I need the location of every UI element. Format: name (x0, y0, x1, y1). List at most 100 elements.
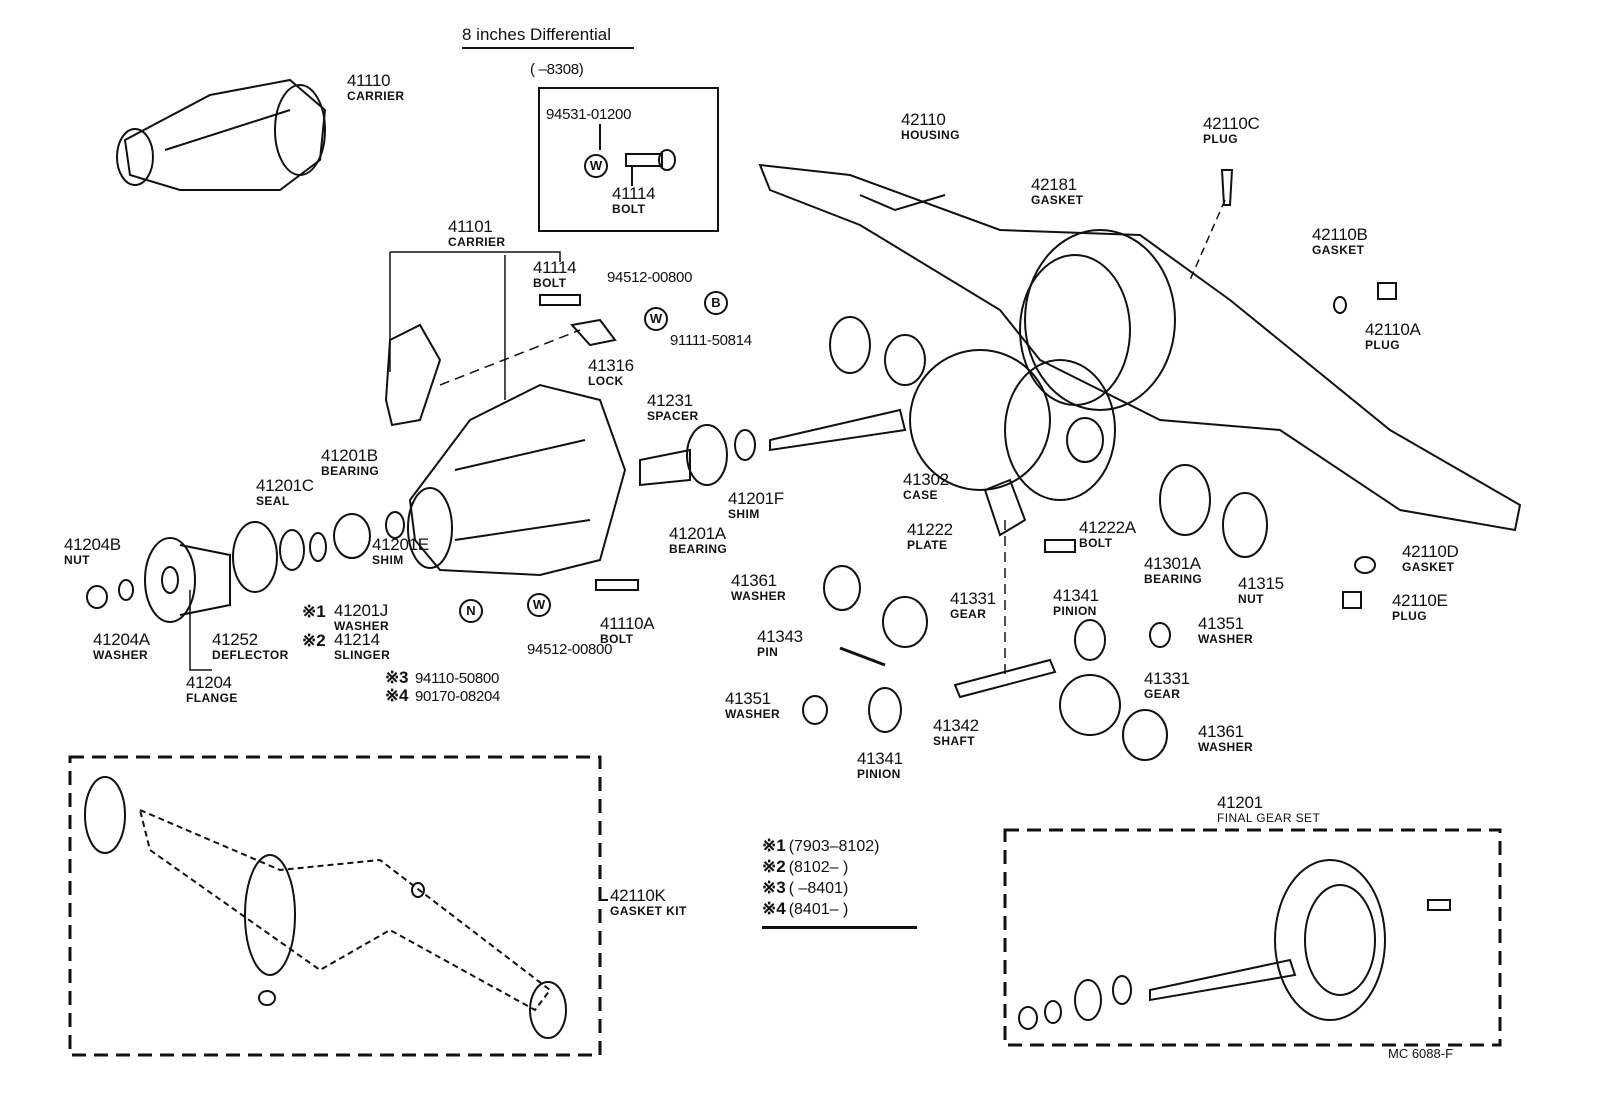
shim-drawing (734, 429, 756, 461)
lock-bolt-drawing (539, 294, 581, 306)
note-row: ※1(7903–8102) (762, 836, 880, 855)
shim-drawing (385, 511, 405, 539)
differential-case-drawing (769, 349, 1116, 501)
gasket-drawing (1333, 296, 1347, 314)
seal-drawing (279, 529, 305, 571)
nut-drawing (86, 585, 108, 609)
side-bearing-drawing (829, 316, 871, 374)
pinion-gear-drawing (1074, 619, 1106, 661)
flange-drawing (144, 537, 231, 623)
note-mark: ※1 (302, 602, 326, 621)
stud-bolt-drawing (595, 579, 639, 591)
note-row: ※4(8401– ) (762, 899, 849, 918)
final-gear-set-drawing (1018, 859, 1451, 1030)
bearing-drawing (1159, 464, 1211, 536)
final-gear-set-box (1003, 828, 1502, 1047)
bolt-drawing (625, 149, 676, 171)
thrust-washer-drawing (1149, 622, 1171, 648)
note-mark: ※2 (302, 631, 326, 650)
pin-drawing (839, 646, 886, 667)
washer-drawing (309, 532, 327, 562)
diagram-code: MC 6088-F (1388, 1046, 1454, 1061)
plug-drawing (1342, 591, 1362, 609)
bolt-variant-box (538, 87, 719, 232)
w-symbol-icon: W (527, 593, 551, 617)
gasket-kit-box (68, 755, 602, 1057)
w-symbol-icon: W (584, 154, 608, 178)
std-part-code: ※3 94110-50800 (385, 668, 499, 687)
thrust-washer-drawing (823, 565, 861, 611)
side-gear-drawing (1059, 674, 1121, 736)
deflector-drawing (232, 521, 278, 593)
thrust-washer-drawing (802, 695, 828, 725)
spacer-drawing (639, 448, 691, 487)
gasket-drawing (1354, 556, 1376, 574)
pinion-gear-drawing (868, 687, 902, 733)
bearing-drawing (686, 424, 728, 486)
std-part-code: 91111-50814 (670, 332, 752, 349)
carrier-housing-drawing (407, 383, 627, 577)
plate-bolt-drawing (1044, 539, 1076, 553)
bearing-cap-drawing (384, 323, 442, 427)
lock-plate-drawing (983, 478, 1027, 537)
lock-drawing (570, 318, 617, 347)
std-part-code: ※4 90170-08204 (385, 686, 501, 705)
std-part-code: 94512-00800 (607, 269, 693, 286)
n-symbol-icon: N (459, 599, 483, 623)
carrier-assembly-drawing (116, 78, 327, 191)
axle-housing-drawing (758, 163, 1522, 532)
bearing-drawing (333, 513, 371, 559)
note-row: ※3( –8401) (762, 878, 849, 897)
side-gear-drawing (882, 596, 928, 648)
b-symbol-icon: B (704, 291, 728, 315)
adjusting-nut-drawing (1222, 492, 1268, 558)
washer-drawing (118, 579, 134, 601)
breather-plug-drawing (1220, 169, 1234, 206)
note-row: ※2(8102– ) (762, 857, 849, 876)
bolt-box-range: ( –8308) (530, 61, 584, 78)
std-part-code: 94531-01200 (546, 106, 632, 123)
w-symbol-icon: W (644, 307, 668, 331)
std-part-code: 94512-00800 (527, 641, 613, 658)
bearing-race-drawing (884, 334, 926, 386)
thrust-washer-drawing (1122, 709, 1168, 761)
